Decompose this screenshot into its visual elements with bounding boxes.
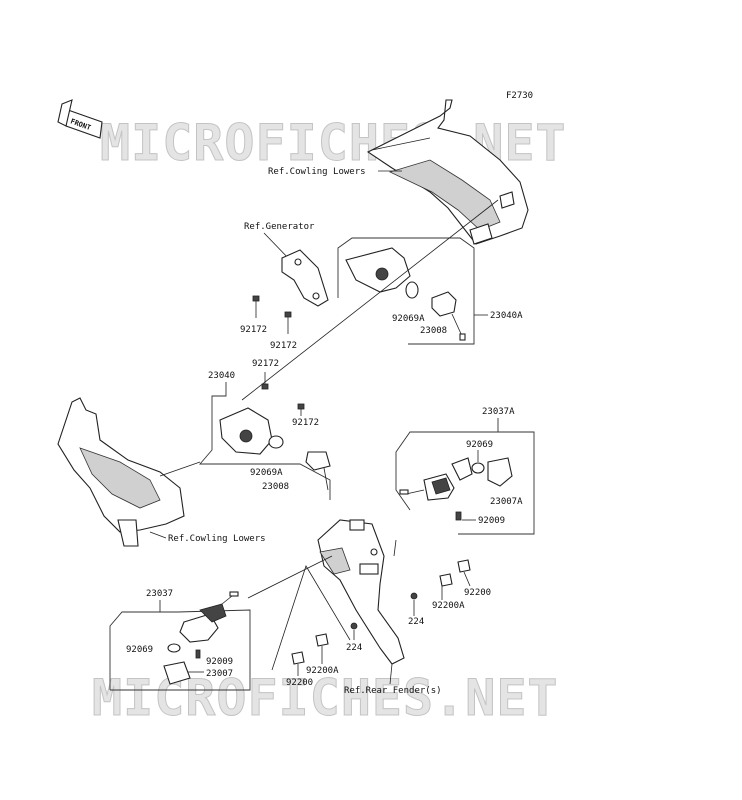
bolt-92172-b — [284, 311, 292, 334]
diagram-code: F2730 — [506, 91, 533, 101]
label-23008-a: 23008 — [420, 326, 447, 336]
label-23037a: 23037A — [482, 407, 515, 417]
label-92009-a: 92009 — [478, 516, 505, 526]
washer-92200a-b — [315, 633, 329, 647]
generator-bracket — [281, 249, 329, 307]
rear-fender-bracket — [317, 519, 405, 665]
label-23040: 23040 — [208, 371, 235, 381]
label-92172-c: 92172 — [252, 359, 279, 369]
label-92172-a: 92172 — [240, 325, 267, 335]
label-224-b: 224 — [346, 643, 362, 653]
label-92069a-a: 92069A — [392, 314, 425, 324]
turn-signal-assembly-23040a — [337, 237, 475, 345]
label-92172-d: 92172 — [292, 418, 319, 428]
ref-generator: Ref.Generator — [244, 222, 315, 232]
nut-224-b — [350, 622, 358, 630]
bolt-92172-c — [261, 372, 269, 390]
front-arrow-icon: FRONT — [57, 99, 103, 139]
label-23007a: 23007A — [490, 497, 523, 507]
label-92009-b: 92009 — [206, 657, 233, 667]
label-92172-b: 92172 — [270, 341, 297, 351]
bolt-92172-d — [297, 403, 305, 416]
ref-rear-fender: Ref.Rear Fender(s) — [344, 686, 442, 696]
watermark-top: MICROFICHES.NET — [100, 114, 567, 172]
washer-92200-b — [291, 651, 305, 665]
washer-92200-a — [457, 559, 471, 573]
turn-signal-assembly-23037 — [109, 591, 251, 691]
label-23007: 23007 — [206, 669, 233, 679]
label-92200a-b: 92200A — [306, 666, 339, 676]
ref-cowling-lowers-bottom: Ref.Cowling Lowers — [168, 534, 266, 544]
label-23040a: 23040A — [490, 311, 523, 321]
label-224-a: 224 — [408, 617, 424, 627]
label-23037: 23037 — [146, 589, 173, 599]
ref-cowling-lowers-top: Ref.Cowling Lowers — [268, 167, 366, 177]
bolt-92172-a — [252, 295, 260, 318]
turn-signal-assembly-23037a — [395, 418, 535, 535]
label-92069-b: 92069 — [126, 645, 153, 655]
label-92200a-a: 92200A — [432, 601, 465, 611]
cowling-lower-left — [57, 397, 201, 547]
label-92200-b: 92200 — [286, 678, 313, 688]
label-92069a-b: 92069A — [250, 468, 283, 478]
nut-224-a — [410, 592, 418, 600]
label-92069-a: 92069 — [466, 440, 493, 450]
washer-92200a-a — [439, 573, 453, 587]
label-23008-b: 23008 — [262, 482, 289, 492]
watermark-bottom: MICROFICHES.NET — [92, 669, 559, 727]
label-92200-a: 92200 — [464, 588, 491, 598]
turn-signal-assembly-23040 — [199, 407, 331, 500]
